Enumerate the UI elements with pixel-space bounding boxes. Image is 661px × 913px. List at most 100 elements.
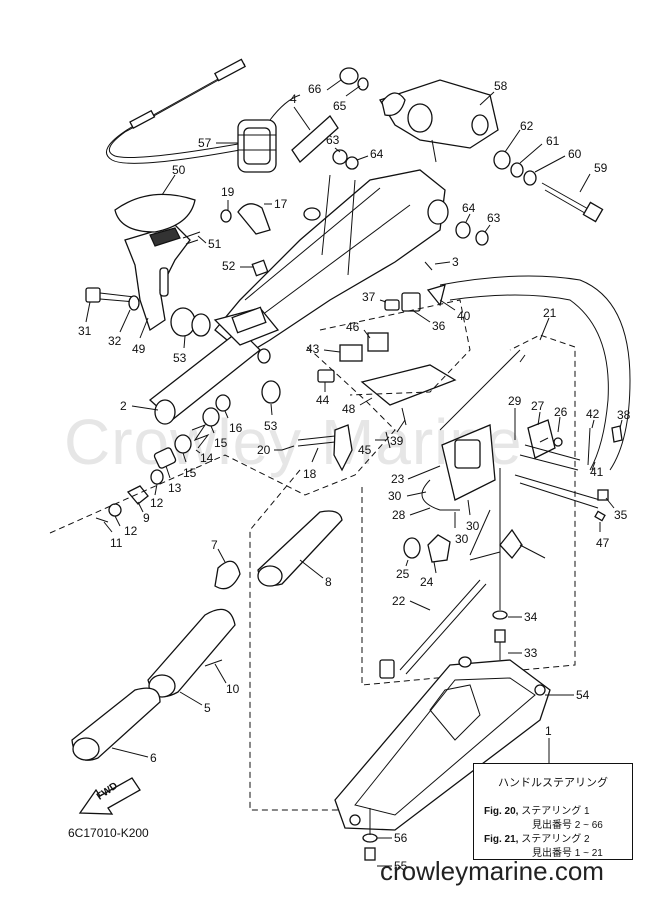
callout-36: 36: [432, 319, 446, 333]
callout-7: 7: [211, 538, 218, 552]
cable-clip-17: [220, 203, 271, 235]
callout-24: 24: [420, 575, 434, 589]
callout-33: 33: [524, 646, 538, 660]
grommet-57: [237, 119, 277, 173]
collar-64-right: [455, 221, 471, 239]
callout-63-right: 63: [487, 211, 501, 225]
callout-11: 11: [110, 536, 123, 550]
shift-sub-assembly-21: [379, 349, 601, 679]
callout-45: 45: [358, 443, 372, 457]
screw-51: [182, 231, 201, 245]
callout-65: 65: [333, 99, 347, 113]
callout-62: 62: [520, 119, 534, 133]
watermark-text: Crowley Marine: [64, 406, 523, 478]
sub-assembly-outline-left: [49, 344, 396, 534]
callout-44: 44: [316, 393, 330, 407]
callout-30-middle: 30: [466, 519, 480, 533]
callout-29: 29: [508, 394, 522, 408]
washer-63-right: [475, 230, 489, 246]
callout-30-left: 30: [388, 489, 402, 503]
friction-assembly: [95, 394, 231, 523]
callout-26: 26: [554, 405, 568, 419]
callout-14: 14: [200, 451, 214, 465]
legend-fig20: Fig. 20, ステアリング 1: [484, 802, 590, 817]
callout-41: 41: [590, 465, 604, 479]
callout-34: 34: [524, 610, 538, 624]
handle-tube: [148, 306, 280, 425]
callout-1: 1: [545, 724, 552, 738]
callout-47: 47: [596, 536, 610, 550]
callout-9: 9: [143, 511, 150, 525]
callout-53-lower: 53: [264, 419, 278, 433]
steering-bracket-58: [332, 67, 499, 170]
callout-13: 13: [168, 481, 182, 495]
callout-35: 35: [614, 508, 628, 522]
callout-57: 57: [198, 136, 212, 150]
callout-50: 50: [172, 163, 186, 177]
callout-6: 6: [150, 751, 157, 765]
cable-joint-35: [597, 489, 609, 501]
callout-25: 25: [396, 567, 410, 581]
callout-37: 37: [362, 290, 376, 304]
cable-end-38: [611, 425, 623, 443]
callout-59: 59: [594, 161, 608, 175]
bushing-53-lower: [261, 380, 281, 404]
label-52: [251, 259, 269, 277]
callout-3: 3: [452, 255, 459, 269]
legend-fig21-text: ステアリング 2: [518, 834, 590, 845]
callout-30-lower: 30: [455, 532, 469, 546]
callout-63-left: 63: [326, 133, 340, 147]
pivot-bolt-59: [493, 150, 604, 223]
site-url: crowleymarine.com: [380, 856, 604, 886]
callout-66: 66: [308, 82, 322, 96]
callout-16: 16: [229, 421, 243, 435]
legend-fig21-range: 見出番号 1 ~ 21: [532, 848, 603, 859]
legend-fig21-ref: Fig. 21,: [484, 834, 519, 845]
callout-52: 52: [222, 259, 236, 273]
callout-48: 48: [342, 402, 356, 416]
pin-47: [594, 510, 606, 522]
callout-64-left: 64: [370, 147, 384, 161]
callout-15-lower: 15: [183, 466, 197, 480]
sub-assembly-outline-21: [361, 334, 576, 686]
legend-title: ハンドルステアリング: [498, 777, 608, 789]
diagram-code: 6C17010-K200: [68, 826, 149, 840]
legend-fig21: Fig. 21, ステアリング 2: [484, 830, 590, 845]
callout-2: 2: [120, 399, 127, 413]
shift-lever: [114, 193, 211, 337]
callouts: 1 2 3 4 5 6 7 8 9 10 11 12 12: [78, 79, 631, 873]
callout-55: 55: [394, 859, 408, 873]
callout-40: 40: [457, 309, 471, 323]
legend-fig20-ref: Fig. 20,: [484, 806, 519, 817]
decal-4: [291, 115, 339, 163]
callout-31: 31: [78, 324, 92, 338]
callout-49: 49: [132, 342, 146, 356]
callout-28: 28: [392, 508, 406, 522]
callout-12-upper: 12: [150, 496, 164, 510]
callout-61: 61: [546, 134, 560, 148]
callout-53-left: 53: [173, 351, 187, 365]
callout-17: 17: [274, 197, 288, 211]
callout-5: 5: [204, 701, 211, 715]
callout-19: 19: [221, 185, 235, 199]
callout-22: 22: [392, 594, 406, 608]
callout-10: 10: [226, 682, 240, 696]
callout-27: 27: [531, 399, 545, 413]
callout-42: 42: [586, 407, 600, 421]
throttle-grips: [71, 510, 343, 761]
bolt-31: [85, 287, 140, 311]
callout-4: 4: [290, 92, 297, 106]
fwd-arrow: [78, 777, 141, 815]
cable-brackets: [317, 261, 457, 449]
callout-64-right: 64: [462, 201, 476, 215]
legend-fig20-range: 見出番号 2 ~ 66: [532, 820, 603, 831]
callout-39: 39: [390, 434, 404, 448]
remote-cable-inner: [449, 294, 609, 471]
callout-20: 20: [257, 443, 271, 457]
callout-58: 58: [494, 79, 508, 93]
callout-60: 60: [568, 147, 582, 161]
tiller-arm-body: [214, 169, 449, 356]
callout-56: 56: [394, 831, 408, 845]
callout-23: 23: [391, 472, 405, 486]
